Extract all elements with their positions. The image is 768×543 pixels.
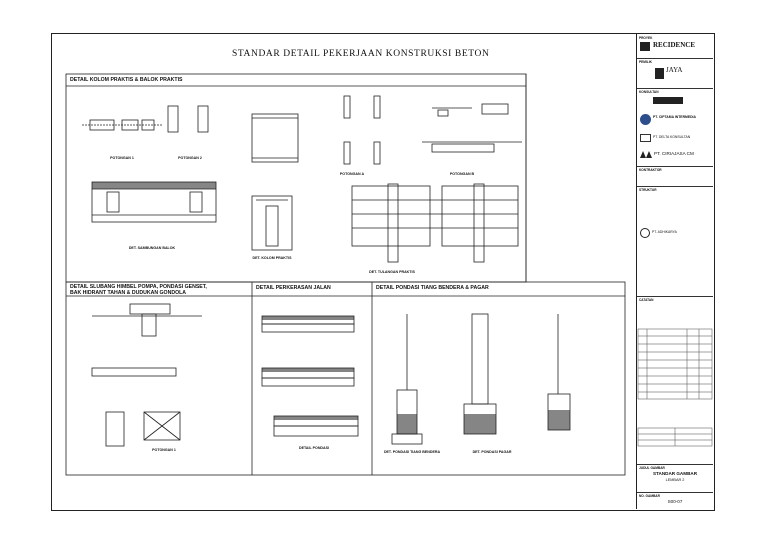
sheet-number: LEMBAR 2 bbox=[665, 478, 685, 482]
detail-caption: DET. PONDASI TIANG BENDERA bbox=[383, 450, 441, 454]
consultant-1-logo bbox=[640, 114, 651, 125]
drawing-label: JUDUL GAMBAR bbox=[639, 466, 665, 470]
notes-row bbox=[637, 296, 713, 297]
consultant-2-name: PT. DELTA KONSULTAN bbox=[653, 135, 691, 139]
structure-row bbox=[637, 186, 713, 187]
page-title: STANDAR DETAIL PEKERJAAN KONSTRUKSI BETO… bbox=[232, 49, 490, 59]
title-block: PROYEK RECIDENCE PEMILIK JAYA KONSULTAN … bbox=[636, 34, 714, 509]
detail-caption: POTONGAN 1 bbox=[110, 156, 134, 160]
drawing-number: S00-07 bbox=[667, 499, 683, 504]
section-title-pondasi: DETAIL PONDASI TIANG BENDERA & PAGAR bbox=[376, 285, 489, 291]
project-logo bbox=[640, 42, 650, 51]
consultant-label: KONSULTAN bbox=[639, 90, 659, 94]
drawing-row bbox=[637, 464, 713, 465]
contractor-logo bbox=[640, 151, 652, 158]
detail-caption: DET. SAMBUNGAN BALOK bbox=[128, 246, 176, 250]
section-title-lubang: DETAIL SLUBANG HIMBEL POMPA, PONDASI GEN… bbox=[70, 284, 207, 296]
section-title-perkerasan: DETAIL PERKERASAN JALAN bbox=[256, 285, 331, 291]
detail-caption: DET. PONDASI PAGAR bbox=[472, 450, 512, 454]
consultant-logo bbox=[653, 97, 683, 104]
drawing-no-row bbox=[637, 492, 713, 493]
detail-caption: DET. TULANGAN PRAKTIS bbox=[369, 270, 415, 274]
detail-caption: POTONGAN B bbox=[449, 172, 475, 176]
contractor-name: PT. CIRIAJASA CM bbox=[654, 151, 694, 156]
owner-row bbox=[637, 58, 713, 59]
drawing-no-label: NO. GAMBAR bbox=[639, 494, 660, 498]
consultant-2-logo bbox=[640, 134, 651, 142]
revision-table bbox=[637, 328, 713, 447]
drawing-linework bbox=[65, 73, 626, 476]
detail-caption: POTONGAN A bbox=[339, 172, 365, 176]
drawing-title: STANDAR GAMBAR bbox=[652, 471, 698, 476]
detail-caption: DETAIL PONDASI bbox=[298, 446, 330, 450]
contractor-row bbox=[637, 166, 713, 167]
detail-caption: POTONGAN 2 bbox=[178, 156, 202, 160]
company-3-name: PT. ADHIKARYA bbox=[652, 230, 677, 234]
owner-label: PEMILIK bbox=[639, 60, 652, 64]
consultant-1-name: PT. CIPTAMA INTERMEDIA bbox=[653, 115, 696, 119]
detail-caption: POTONGAN 1 bbox=[152, 448, 176, 452]
owner-logo bbox=[655, 68, 664, 79]
drawing-sheet: STANDAR DETAIL PEKERJAAN KONSTRUKSI BETO… bbox=[51, 33, 715, 511]
contractor-label: KONTRAKTOR bbox=[639, 168, 662, 172]
owner-name: JAYA bbox=[666, 66, 683, 74]
section-title-kolom: DETAIL KOLOM PRAKTIS & BALOK PRAKTIS bbox=[70, 77, 183, 83]
consultant-row bbox=[637, 88, 713, 89]
project-label: PROYEK bbox=[639, 36, 653, 40]
company-3-logo bbox=[640, 228, 650, 238]
detail-caption: DET. KOLOM PRAKTIS bbox=[252, 256, 292, 260]
notes-label: CATATAN bbox=[639, 298, 654, 302]
structure-label: STRUKTUR bbox=[639, 188, 657, 192]
project-name: RECIDENCE bbox=[653, 41, 696, 49]
drawing-area: STANDAR DETAIL PEKERJAAN KONSTRUKSI BETO… bbox=[52, 34, 634, 509]
